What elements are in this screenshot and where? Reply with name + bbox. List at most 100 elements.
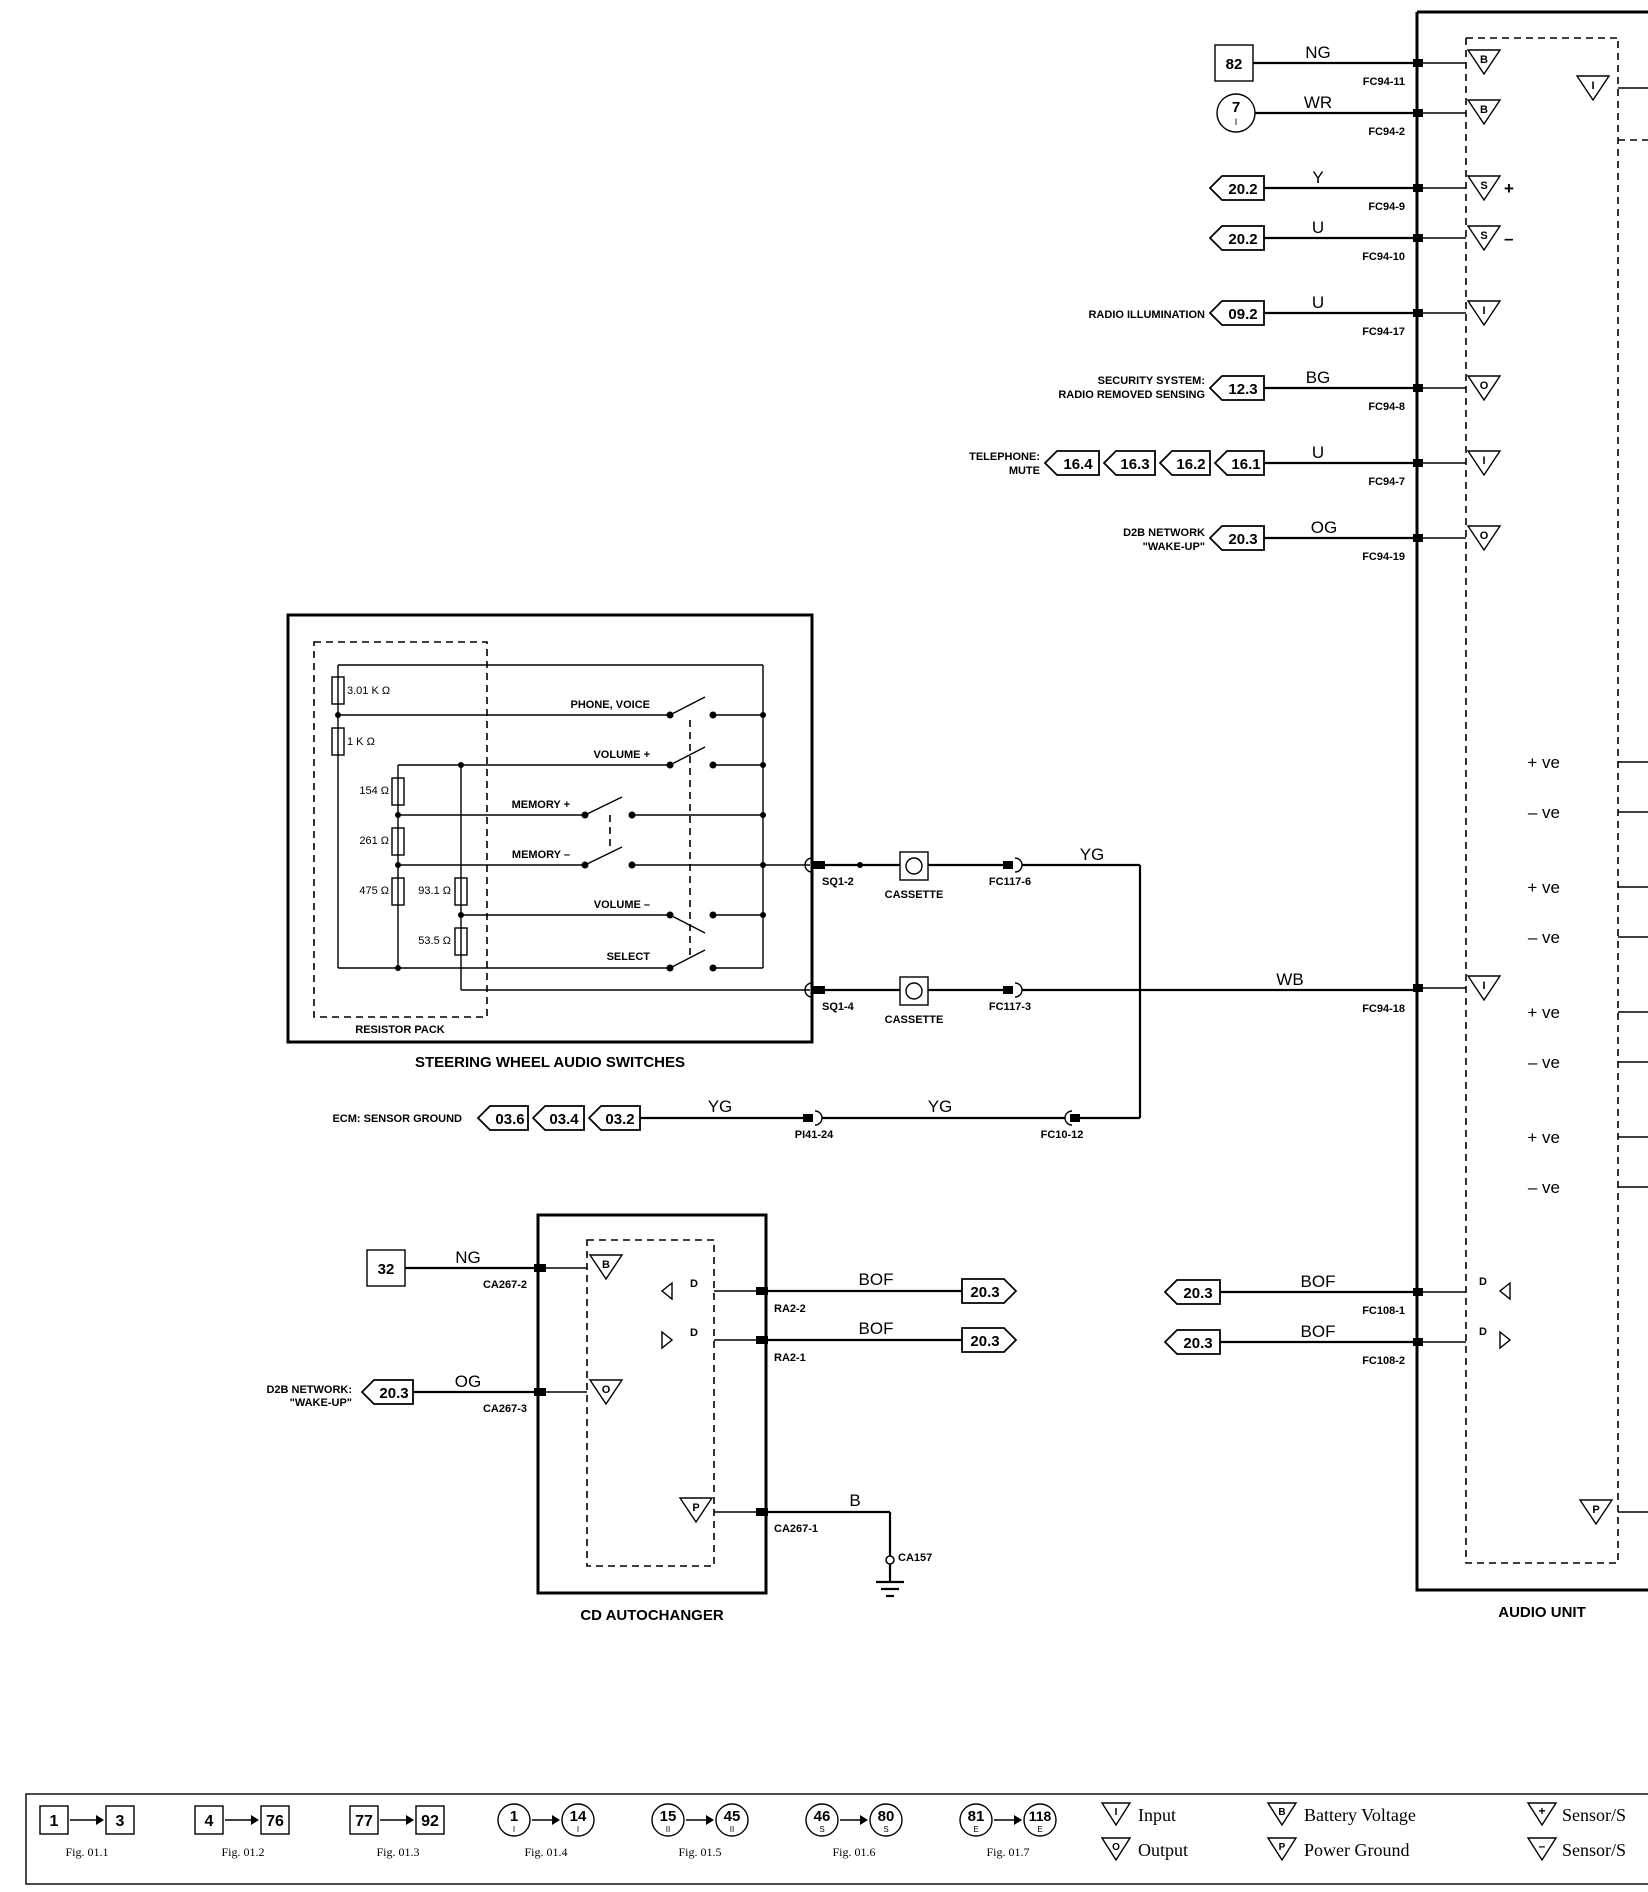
svg-text:45: 45 [724, 1808, 741, 1825]
key-fig-01-2: 4 76 Fig. 01.2 [194, 1805, 290, 1859]
svg-text:I: I [513, 1825, 515, 1834]
pin-label: FC94-18 [1362, 1003, 1405, 1015]
speaker-neg: – ve [1528, 928, 1560, 947]
wire-color: BG [1306, 368, 1331, 387]
output-symbol: O [602, 1384, 611, 1396]
swc-wiring: SQ1-2 CASSETTE FC117-6 YG SQ1-4 CASSETTE… [332, 845, 1417, 1141]
wire-color: YG [928, 1097, 953, 1116]
svg-text:Fig. 01.6: Fig. 01.6 [832, 1845, 875, 1859]
pin-label: FC94-9 [1368, 201, 1405, 213]
power-ref-sub: I [1235, 117, 1238, 127]
ref-tag: 03.6 [495, 1111, 524, 1128]
legend-key: 1 3 Fig. 01.1 4 76 Fig. 01.2 77 92 Fig. … [25, 1793, 1648, 1885]
key-sensor-negative: – Sensor/S [1526, 1837, 1626, 1862]
speaker-pos: + ve [1527, 1003, 1560, 1022]
pin-label: CA267-1 [774, 1523, 818, 1535]
svg-text:Input: Input [1138, 1805, 1176, 1825]
pin-label: FC108-1 [1362, 1305, 1405, 1317]
ref-tag: 09.2 [1228, 306, 1257, 323]
output-symbol: O [1480, 380, 1489, 392]
ref-tag: 16.1 [1231, 456, 1260, 473]
ref-tag: 20.3 [970, 1333, 999, 1350]
svg-text:Sensor/S: Sensor/S [1562, 1840, 1626, 1860]
ref-tag: 12.3 [1228, 381, 1257, 398]
wire-color: BOF [859, 1319, 894, 1338]
svg-text:14: 14 [570, 1808, 587, 1825]
resistor-value: 53.5 Ω [418, 935, 451, 947]
input-symbol: I [1482, 980, 1485, 992]
pin-label: FC94-10 [1362, 251, 1405, 263]
signal-label: "WAKE-UP" [1143, 541, 1205, 553]
sensor-minus: – [1504, 229, 1513, 248]
resistor-value: 93.1 Ω [418, 885, 451, 897]
svg-text:76: 76 [266, 1813, 284, 1830]
wire-color: NG [455, 1248, 481, 1267]
sensor-plus: + [1504, 179, 1514, 198]
signal-label: D2B NETWORK [1123, 527, 1205, 539]
signal-label: TELEPHONE: [969, 451, 1040, 463]
pin-label: FC94-11 [1363, 76, 1405, 88]
power-ref-7: 7 [1232, 99, 1240, 116]
wire-color: BOF [1301, 1272, 1336, 1291]
ref-tag: 16.3 [1120, 456, 1149, 473]
switch-select: SELECT [398, 949, 717, 972]
svg-text:46: 46 [814, 1808, 831, 1825]
wire-color: U [1312, 443, 1324, 462]
switch-volume-down: VOLUME – [461, 899, 763, 934]
svg-text:Fig. 01.1: Fig. 01.1 [65, 1845, 108, 1859]
power-ref-82: 82 [1226, 56, 1243, 73]
signal-label: ECM: SENSOR GROUND [332, 1113, 462, 1125]
speaker-pos: + ve [1527, 878, 1560, 897]
wire-color: B [849, 1491, 860, 1510]
wire-color: WB [1276, 970, 1303, 989]
ref-tag: 20.2 [1228, 181, 1257, 198]
key-fig-01-6: 46 S 80 S Fig. 01.6 [805, 1803, 903, 1859]
key-battery-voltage: B Battery Voltage [1266, 1802, 1416, 1827]
svg-text:92: 92 [421, 1813, 439, 1830]
battery-symbol: B [1480, 104, 1488, 116]
pin-label: RA2-2 [774, 1303, 806, 1315]
key-sensor-positive: + Sensor/S [1526, 1802, 1626, 1827]
d2b-symbol: D [690, 1327, 698, 1339]
pin-label: FC117-6 [989, 876, 1031, 888]
svg-text:Fig. 01.7: Fig. 01.7 [986, 1845, 1029, 1859]
audio-unit-symbols: B B S + S – I O I O I I P D D + ve – ve … [1466, 49, 1648, 1526]
signal-label: RADIO ILLUMINATION [1088, 309, 1205, 321]
pin-label: FC94-8 [1368, 401, 1405, 413]
svg-text:1: 1 [50, 1813, 59, 1830]
switch-phone: PHONE, VOICE [338, 696, 763, 719]
pin-label: FC94-17 [1362, 326, 1405, 338]
switch-label: VOLUME – [594, 899, 650, 911]
sensor-symbol: S [1480, 180, 1487, 192]
pin-label: FC94-7 [1368, 476, 1405, 488]
power-ground-symbol: P [692, 1502, 699, 1514]
d2b-symbol: D [690, 1278, 698, 1290]
pin-label: RA2-1 [774, 1352, 806, 1364]
ref-tag: 20.3 [1183, 1285, 1212, 1302]
key-input: I Input [1100, 1802, 1176, 1827]
speaker-outputs: + ve – ve + ve – ve + ve – ve + ve – ve [1527, 753, 1648, 1197]
svg-text:15: 15 [660, 1808, 677, 1825]
wire-color: YG [1080, 845, 1105, 864]
svg-text:E: E [1037, 1825, 1042, 1834]
svg-text:–: – [1539, 1839, 1546, 1853]
wire-color: NG [1305, 43, 1331, 62]
key-fig-01-4: 1 I 14 I Fig. 01.4 [497, 1803, 595, 1859]
svg-text:II: II [666, 1825, 670, 1834]
switch-label: VOLUME + [593, 749, 650, 761]
steering-wheel-switches: RESISTOR PACK STEERING WHEEL AUDIO SWITC… [286, 613, 814, 1071]
svg-text:+: + [1538, 1804, 1545, 1818]
battery-symbol: B [602, 1259, 610, 1271]
key-fig-01-3: 77 92 Fig. 01.3 [349, 1805, 445, 1859]
ref-tag: 20.2 [1228, 231, 1257, 248]
speaker-pos: + ve [1527, 753, 1560, 772]
key-fig-01-1: 1 3 Fig. 01.1 [39, 1805, 135, 1859]
key-fig-01-5: 15 II 45 II Fig. 01.5 [651, 1803, 749, 1859]
svg-text:1: 1 [510, 1808, 518, 1825]
d2b-symbol: D [1479, 1276, 1487, 1288]
resistor-value: 261 Ω [359, 835, 389, 847]
svg-text:Fig. 01.4: Fig. 01.4 [524, 1845, 567, 1859]
svg-text:P: P [1279, 1842, 1286, 1853]
switch-memory-down: MEMORY – [398, 846, 810, 869]
